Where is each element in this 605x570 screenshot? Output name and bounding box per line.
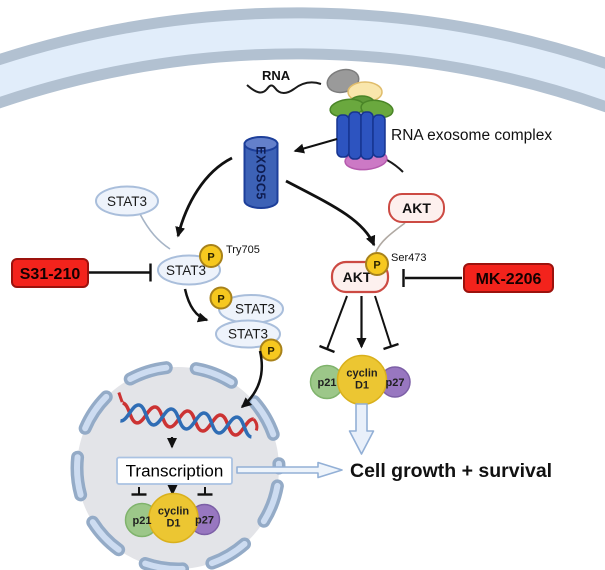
- stat3-inactive-node: STAT3: [95, 185, 159, 217]
- outcome-label: Cell growth + survival: [350, 460, 552, 482]
- dna-strand-blue: [120, 403, 253, 439]
- cyclin-d1-label-line1: cyclin: [158, 506, 189, 518]
- stat3-label: STAT3: [235, 302, 275, 317]
- s31-210-label: S31-210: [20, 266, 81, 283]
- stat3-recruitment-curve: [139, 213, 171, 250]
- akt-label: AKT: [343, 269, 372, 285]
- arrow-exosc5-to-stat3: [175, 156, 233, 238]
- stat3-ellipse: [215, 319, 281, 349]
- barrel-subunit: [372, 114, 386, 158]
- stat3-label: STAT3: [228, 327, 268, 342]
- phospho-label: P: [217, 294, 224, 306]
- outcome-arrow-vertical: [348, 403, 375, 455]
- barrel-subunit: [348, 111, 362, 160]
- cylinder-top: [243, 136, 279, 152]
- p27-label: p27: [195, 515, 214, 527]
- stat3-phosphorylated-node: STAT3 P Try705: [157, 244, 260, 286]
- akt-inhibit-p27-bar: [383, 342, 399, 351]
- s31-210-inhibitor: S31-210: [11, 258, 152, 288]
- barrel-subunit: [336, 114, 350, 158]
- transcription-label: Transcription: [126, 462, 224, 481]
- stat3-label: STAT3: [107, 194, 147, 209]
- akt-phosphorylated-node: AKT P Ser473: [330, 252, 426, 294]
- cyclin-d1-label-line1: cyclin: [346, 368, 377, 380]
- rna-strand-squiggle: [246, 81, 322, 94]
- akt-recruitment-curve: [375, 222, 406, 253]
- dna-helix-icon: [117, 391, 259, 439]
- exosc5-cylinder: EXOSC5: [243, 136, 279, 209]
- stat3-label: STAT3: [166, 263, 206, 278]
- s31-210-box: [11, 258, 89, 288]
- exosome-barrel: [336, 111, 386, 160]
- mk-2206-label: MK-2206: [476, 271, 542, 288]
- stat3-ellipse: [95, 185, 159, 217]
- dna-strand-red-spur: [117, 391, 124, 403]
- akt-inhibit-p27-line: [374, 295, 392, 347]
- mk-2206-inhibitor: MK-2206: [402, 263, 554, 293]
- rna-label: RNA: [262, 68, 291, 83]
- arrow-stat3p-to-dimer: [183, 288, 209, 323]
- try705-site-label: Try705: [226, 244, 260, 256]
- dna-strand-red: [121, 401, 254, 437]
- phospho-label: P: [373, 260, 380, 272]
- membrane-band-core: [0, 18, 605, 101]
- rna-exosome-complex-label: RNA exosome complex: [391, 127, 552, 144]
- akt-box: [388, 193, 445, 223]
- rna-exosome-complex-icon: RNA RNA exosome complex: [246, 68, 552, 173]
- phospho-badge: [199, 244, 223, 268]
- arrow-dimer-to-nucleus: [240, 350, 264, 408]
- rna-exit-strand: [386, 159, 404, 173]
- akt-inactive-node: AKT: [388, 193, 445, 223]
- transcription-box: [116, 456, 233, 485]
- p21-label: p21: [318, 377, 337, 389]
- akt-effector-lines: [319, 295, 399, 354]
- barrel-subunit: [360, 111, 374, 160]
- exosc5-label: EXOSC5: [254, 146, 268, 200]
- akt-inhibit-p21-bar: [319, 344, 335, 354]
- nuclear-cyclin-d1-node: [148, 492, 199, 544]
- p21-label: p21: [133, 515, 152, 527]
- phospho-badge: [209, 286, 233, 310]
- mk-2206-box: [463, 263, 554, 293]
- phospho-label: P: [207, 252, 214, 264]
- cyclin-d1-label-line2: D1: [166, 518, 180, 530]
- arrow-complex-to-exosc5: [293, 138, 338, 154]
- akt-inhibit-p21-line: [326, 295, 348, 350]
- phospho-badge: [259, 338, 283, 362]
- cyclin-d1-label-line2: D1: [355, 380, 369, 392]
- stat3-dimer: STAT3 P STAT3 P: [209, 286, 284, 362]
- arrow-exosc5-to-akt: [285, 179, 376, 247]
- cell-membrane: [0, 7, 605, 113]
- akt-label: AKT: [402, 200, 431, 216]
- p27-label: p27: [386, 377, 405, 389]
- dna-strand-red-tail: [252, 418, 259, 432]
- ser473-site-label: Ser473: [391, 252, 426, 264]
- phospho-label: P: [267, 346, 274, 358]
- phospho-badge: [365, 252, 389, 276]
- cylinder-body: [243, 143, 279, 209]
- cyclin-d1-circle: [148, 492, 199, 544]
- outcome-arrow-horizontal: [236, 461, 343, 479]
